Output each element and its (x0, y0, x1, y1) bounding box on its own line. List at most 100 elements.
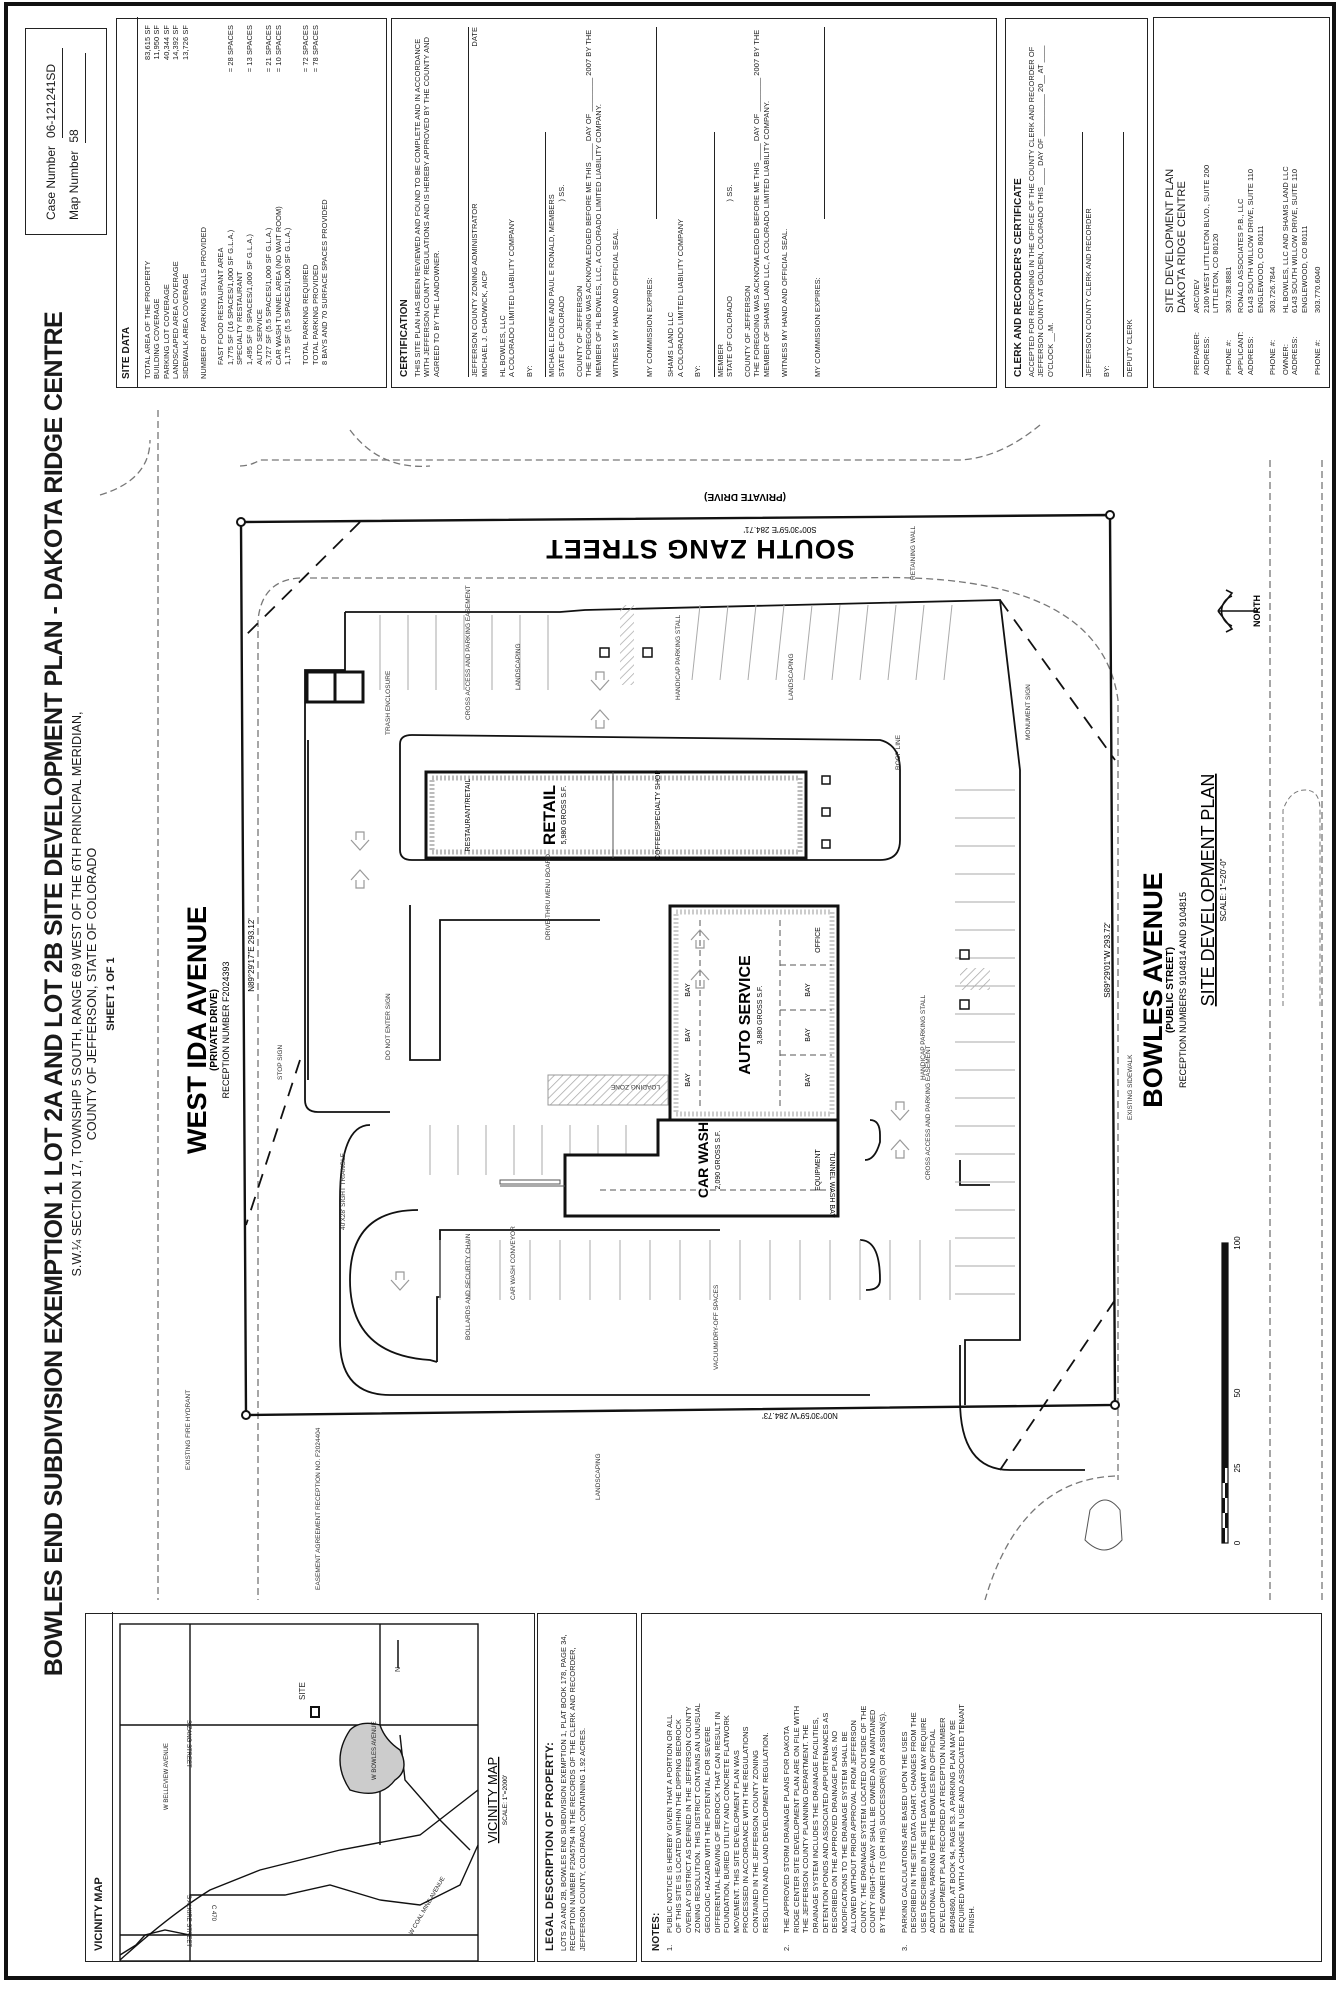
bollard-icons (821, 775, 831, 849)
ss-label: ) SS. (725, 184, 735, 202)
clerk-by: BY: (1101, 365, 1111, 377)
project-info-label: APPLICANT: (1236, 331, 1246, 375)
owner2-name: SHAMS LAND LLC (665, 311, 675, 377)
scale-bar-segment (1225, 1483, 1228, 1498)
project-info-value: 303.770.6040 (1312, 266, 1322, 313)
case-number-box: Case Number06-121241SD Map Number58 (25, 28, 107, 235)
callout-menu-board: DRIVE-THRU MENU BOARD (545, 854, 552, 940)
project-info-label: PHONE #: (1223, 339, 1233, 375)
street-reception-bowles: RECEPTION NUMBERS 9104814 AND 9104815 (1178, 892, 1188, 1088)
project-heading-2: DAKOTA RIDGE CENTRE (1176, 181, 1188, 313)
vicinity-label-c470: C 470 (210, 1905, 216, 1922)
project-info-row: PHONE #:303.726.7844 (1268, 28, 1278, 375)
scale-bar (1221, 1242, 1229, 1544)
traffic-arrow-icon (690, 969, 710, 989)
clerk-signer: JEFFERSON COUNTY CLERK AND RECORDER (1084, 208, 1094, 377)
project-info-row: LITTLETON, CO 80120 (1211, 28, 1221, 375)
state-label: STATE OF COLORADO (725, 295, 735, 377)
street-label-south-zang: SOUTH ZANG STREET (545, 534, 855, 564)
witness-line: WITNESS MY HAND AND OFFICIAL SEAL. (611, 228, 621, 377)
sheet-number: SHEET 1 OF 1 (105, 957, 117, 1031)
use-calc: 3,727 SF (5.5 SPACES/1,000 SF G.L.A.) (264, 227, 274, 365)
scale-bar-segment (1225, 1513, 1228, 1528)
traffic-island (1084, 1499, 1123, 1551)
area-label: LANDSCAPED AREA COVERAGE (171, 261, 181, 379)
project-info-row: PREPARER:ARC/DEV (1192, 28, 1202, 375)
car-wash-area: 2,090 GROSS S.F. (715, 1131, 722, 1190)
callout-fire-hydrant: EXISTING FIRE HYDRANT (185, 1390, 192, 1470)
scale-tick-25: 25 (1233, 1463, 1242, 1472)
callout-trash: TRASH ENCLOSURE (385, 670, 392, 735)
notes-heading: NOTES: (651, 1912, 662, 1951)
project-info-value: 2100 WEST LITTLETON BLVD., SUITE 200 (1201, 164, 1211, 313)
loading-zone (547, 1074, 669, 1106)
callout-vacuum: VACUUM/DRY-OFF SPACES (713, 1284, 720, 1370)
note-text: THE APPROVED STORM DRAINAGE PLANS FOR DA… (782, 1705, 888, 1933)
car-wash-label: CAR WASH (695, 1122, 711, 1198)
traffic-arrow-icon (350, 831, 370, 851)
callout-landscaping: LANDSCAPING (515, 643, 522, 690)
project-info-value: 6143 SOUTH WILLOW DRIVE, SUITE 110 (1290, 168, 1300, 313)
tunnel-label: TUNNEL WASH BAY (828, 1152, 835, 1218)
clerk-heading: CLERK AND RECORDER'S CERTIFICATE (1013, 178, 1024, 377)
parking-stripes (379, 604, 1015, 1300)
sheet-subtitle-county: COUNTY OF JEFFERSON, STATE OF COLORADO (85, 847, 99, 1141)
callout-loading-zone: LOADING ZONE (610, 1083, 660, 1090)
handicap-stall-icons (599, 647, 970, 1010)
callout-do-not-enter: DO NOT ENTER SIGN (385, 993, 392, 1060)
by-label: BY: (524, 365, 534, 377)
note-number: 2. (782, 1944, 792, 1951)
note-item: 2. THE APPROVED STORM DRAINAGE PLANS FOR … (782, 1622, 888, 1951)
note-item: 3.PARKING CALCULATIONS ARE BASED UPON TH… (900, 1622, 977, 1951)
vicinity-map-drawing (119, 1623, 479, 1962)
car-wash-building (499, 1118, 840, 1218)
case-number-label: Case Number (44, 145, 58, 220)
bay-label: BAY (685, 983, 692, 997)
callout-sidewalk: EXISTING SIDEWALK (1127, 1054, 1134, 1120)
callout-stop-sign: STOP SIGN (277, 1045, 284, 1080)
bearing-west-line: N00°30'59"W 284.73' (762, 1411, 838, 1420)
ss-label: ) SS. (556, 184, 566, 202)
area-value: 11,950 SF (152, 25, 162, 60)
callout-landscaping-east: LANDSCAPING (788, 653, 795, 700)
project-info-label: ADDRESS: (1201, 336, 1211, 375)
auto-service-building (668, 904, 840, 1122)
county-label: COUNTY OF JEFFERSON (574, 285, 584, 377)
area-value: 14,392 SF (171, 25, 181, 61)
total-provided-label: TOTAL PARKING PROVIDED (310, 264, 320, 366)
street-reception-west-ida: RECEPTION NUMBER F2024393 (221, 961, 231, 1098)
use-spaces: = 28 SPACES (225, 25, 235, 73)
bay-label: BAY (805, 1028, 812, 1042)
project-info-row: PHONE #:303.770.6040 (1313, 28, 1323, 375)
handicap-access-aisle-east (960, 968, 990, 990)
project-info-label (1211, 313, 1221, 375)
admin-name: MICHAEL J. CHADWICK, AICP (479, 270, 489, 377)
vicinity-label-alkire: S ALKIRE STREET (185, 1895, 191, 1947)
parking-stripe (691, 604, 701, 681)
use-spaces: = 13 SPACES (244, 25, 254, 73)
area-value: 13,726 SF (180, 25, 190, 61)
owner1-name: HL BOWLES, LLC (497, 315, 507, 377)
callout-retaining-wall: RETAINING WALL (910, 525, 917, 580)
scale-tick-0: 0 (1233, 1540, 1242, 1545)
county-label: COUNTY OF JEFFERSON (742, 285, 752, 377)
project-heading-1: SITE DEVELOPMENT PLAN (1164, 168, 1176, 313)
equipment-label: EQUIPMENT (815, 1148, 822, 1190)
parking-stripe (775, 604, 785, 681)
traffic-arrow-icon (890, 1101, 910, 1121)
office-label: OFFICE (815, 927, 822, 953)
use-name: CAR WASH TUNNEL AREA (NO WAIT ROOM) (273, 206, 283, 365)
total-required-value: = 72 SPACES (300, 25, 310, 73)
scale-bar-segment (1222, 1528, 1225, 1543)
trash-enclosure (305, 670, 365, 704)
callout-roof-line: ROOF LINE (895, 734, 902, 770)
auto-service-label: AUTO SERVICE (737, 955, 754, 1075)
project-info-box: SITE DEVELOPMENT PLAN DAKOTA RIDGE CENTR… (1153, 17, 1330, 388)
project-info-row: ADDRESS:6143 SOUTH WILLOW DRIVE, SUITE 1… (1290, 28, 1300, 375)
deputy-clerk: DEPUTY CLERK (1124, 319, 1134, 377)
owner2-signer: MEMBER (715, 343, 725, 377)
callout-easement: EASEMENT AGREEMENT RECEPTION NO. F202440… (315, 1427, 322, 1590)
owner1-signers: MICHAEL LEONE AND PAUL E RONALD, MEMBERS (547, 194, 557, 377)
traffic-arrow-icon (590, 709, 610, 729)
